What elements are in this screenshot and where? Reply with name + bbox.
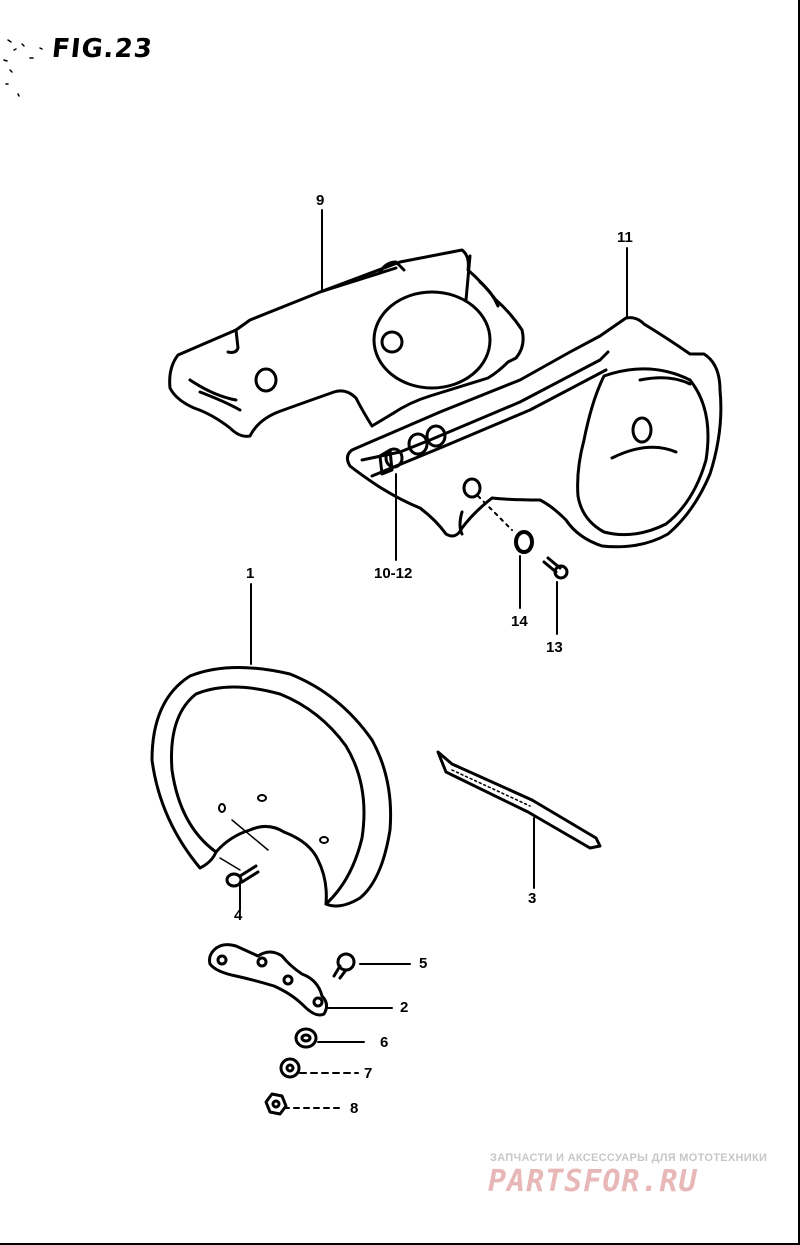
bolt-part-5 (332, 952, 356, 980)
cable-tie-part-3 (436, 750, 602, 850)
bolt-part-4 (225, 864, 260, 888)
callout-10-12: 10-12 (374, 565, 413, 582)
callout-13: 13 (546, 639, 563, 656)
nut-part-8 (264, 1092, 288, 1116)
callout-5: 5 (419, 955, 428, 972)
callout-3: 3 (528, 890, 537, 907)
watermark-tagline: ЗАПЧАСТИ И АКСЕССУАРЫ ДЛЯ МОТОТЕХНИКИ (490, 1152, 768, 1164)
right-chain-case-part-11 (345, 316, 723, 549)
callout-7: 7 (364, 1065, 373, 1082)
bracket-part-2 (208, 943, 329, 1017)
callout-1: 1 (246, 565, 255, 582)
lock-washer-part-7 (279, 1057, 301, 1079)
sprocket-guard-part-1 (150, 665, 393, 908)
callout-4: 4 (234, 907, 243, 924)
washer-part-14 (477, 495, 534, 554)
callout-6: 6 (380, 1034, 389, 1051)
frame-bottom-border (0, 1243, 800, 1245)
callout-9: 9 (316, 192, 325, 209)
left-chain-case-part-9 (168, 248, 525, 438)
scan-noise (3, 39, 43, 97)
frame-right-border (798, 0, 800, 1245)
callout-11: 11 (617, 229, 633, 246)
callout-2: 2 (400, 999, 409, 1016)
callout-8: 8 (350, 1100, 359, 1117)
washer-part-6 (294, 1027, 318, 1049)
callout-14: 14 (511, 613, 528, 630)
bolt-part-13 (542, 556, 569, 580)
watermark-logo: PARTSFOR.RU (488, 1164, 698, 1199)
leader-lines (219, 209, 628, 1109)
